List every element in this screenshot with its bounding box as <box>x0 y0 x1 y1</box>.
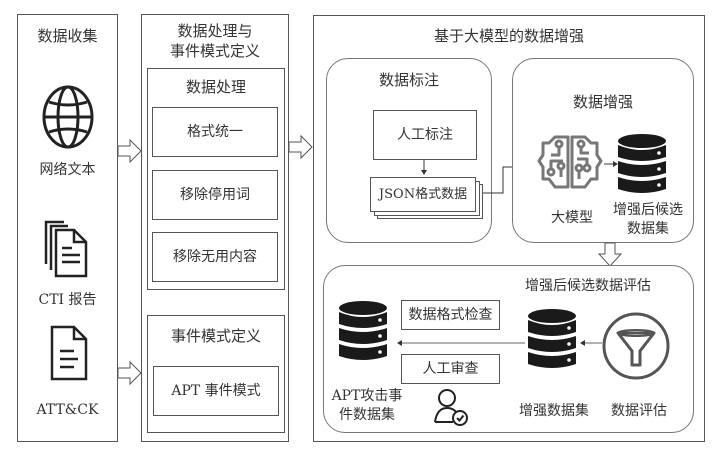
apt-event-schema: APT 事件模式 <box>153 366 279 416</box>
manual-annotation-label: 人工标注 <box>397 127 453 143</box>
database-icon <box>618 134 666 193</box>
processing-title-line2: 事件模式定义 <box>169 42 260 60</box>
enhance-title: 数据增强 <box>572 93 633 111</box>
llm-label: 大模型 <box>551 210 593 226</box>
arrow-right-icon <box>117 360 142 386</box>
arrow-right-icon <box>288 134 313 160</box>
data-evaluation-label: 数据评估 <box>611 403 667 419</box>
candidate-dataset-label-line2: 数据集 <box>627 221 669 237</box>
arrow-right-icon <box>117 138 142 164</box>
arrow-left-connector <box>397 340 525 346</box>
candidate-dataset-label-line1: 增强后候选 <box>613 202 683 218</box>
format-check-box: 数据格式检查 <box>401 300 500 330</box>
data-collection-title: 数据收集 <box>37 27 98 45</box>
source-label-attck: ATT&CK <box>36 402 99 418</box>
annotation-title: 数据标注 <box>378 71 439 89</box>
evaluation-title: 增强后候选数据评估 <box>525 278 651 294</box>
json-data-box: JSON格式数据 <box>370 177 476 212</box>
step-format-unify: 格式统一 <box>152 107 278 157</box>
globe-icon <box>42 85 94 149</box>
manual-review-label: 人工审查 <box>422 361 479 377</box>
augmentation-title: 基于大模型的数据增强 <box>433 27 584 45</box>
step-label: 格式统一 <box>187 124 243 140</box>
arrow-down-icon <box>597 242 623 267</box>
step-label: 移除无用内容 <box>173 249 257 265</box>
event-schema-title: 事件模式定义 <box>170 327 261 345</box>
source-label-cti-report: CTI 报告 <box>38 292 97 308</box>
enhanced-dataset-icon <box>528 309 576 368</box>
arrow-right-connector <box>604 161 618 167</box>
apt-dataset-label-line2: 件数据集 <box>339 407 395 423</box>
manual-review-box: 人工审查 <box>401 354 500 384</box>
arrow-down-connector <box>421 160 427 175</box>
step-label: 移除停用词 <box>180 187 250 203</box>
apt-event-schema-label: APT 事件模式 <box>171 383 261 399</box>
llm-brain-icon <box>537 135 603 189</box>
step-remove-useless: 移除无用内容 <box>152 232 278 282</box>
apt-dataset-icon <box>339 301 387 360</box>
user-check-icon <box>434 389 468 426</box>
arrow-left-connector <box>580 340 602 346</box>
step-remove-stopwords: 移除停用词 <box>152 170 278 220</box>
document-icon <box>50 325 88 381</box>
documents-stack-icon <box>44 220 88 278</box>
enhanced-dataset-label: 增强数据集 <box>519 403 589 419</box>
processing-title-line1: 数据处理与 <box>177 22 253 40</box>
format-check-label: 数据格式检查 <box>408 307 493 323</box>
data-processing-title: 数据处理 <box>185 78 246 96</box>
funnel-filter-icon <box>602 312 670 380</box>
apt-dataset-label-line1: APT攻击事 <box>331 388 403 404</box>
json-data-label: JSON格式数据 <box>378 186 468 202</box>
manual-annotation-box: 人工标注 <box>373 110 477 160</box>
source-label-web-text: 网络文本 <box>39 162 96 178</box>
